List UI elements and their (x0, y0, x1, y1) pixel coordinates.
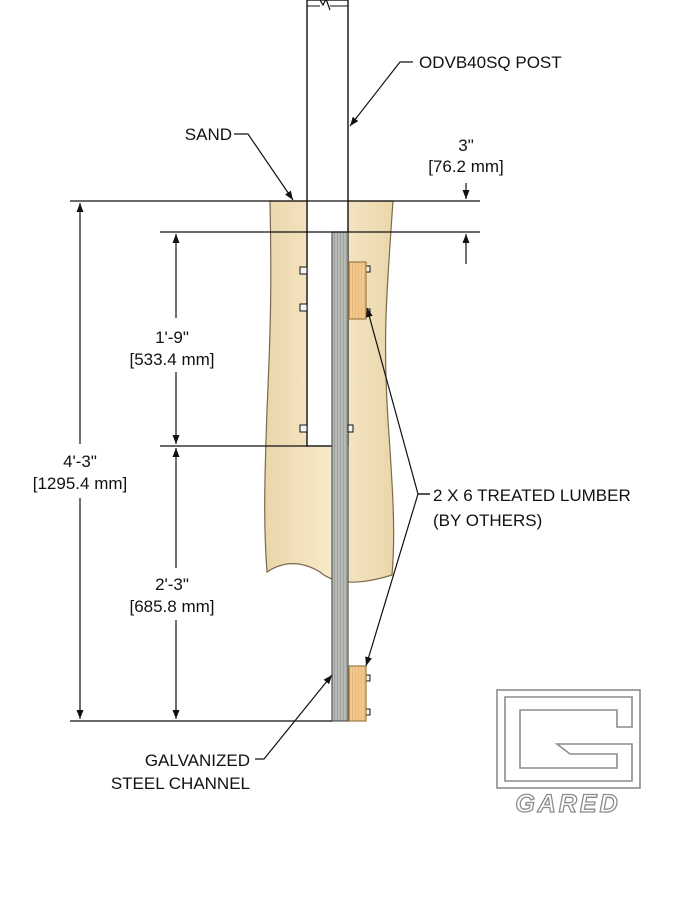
leaders (234, 61, 430, 760)
upper-depth-imperial: 1'-9" (155, 328, 189, 347)
top-offset-imperial: 3" (458, 136, 474, 155)
sand-label: SAND (185, 125, 232, 144)
lower-depth-metric: [685.8 mm] (129, 597, 214, 616)
lumber-label-line2: (BY OTHERS) (433, 511, 542, 530)
lower-depth-imperial: 2'-3" (155, 575, 189, 594)
lumber-block-lower (348, 665, 367, 722)
post-label: ODVB40SQ POST (419, 53, 562, 72)
steel-channel (331, 231, 349, 722)
top-offset-metric: [76.2 mm] (428, 157, 504, 176)
total-depth-metric: [1295.4 mm] (33, 474, 128, 493)
channel-label-line2: STEEL CHANNEL (111, 774, 250, 793)
dimension-lines (76, 183, 470, 719)
lumber-label-line1: 2 X 6 TREATED LUMBER (433, 486, 631, 505)
total-depth-imperial: 4'-3" (63, 452, 97, 471)
channel-label-line1: GALVANIZED (145, 751, 250, 770)
logo-text: GARED (515, 790, 620, 818)
upper-depth-metric: [533.4 mm] (129, 350, 214, 369)
lumber-block-upper (348, 261, 367, 320)
extension-lines (70, 200, 480, 722)
gared-logo: GARED (496, 689, 641, 819)
